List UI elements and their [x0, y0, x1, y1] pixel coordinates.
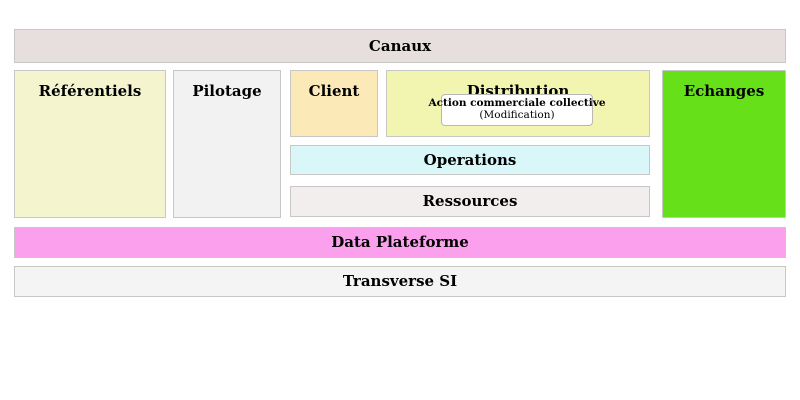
- block-data-plateforme-label: Data Plateforme: [331, 233, 469, 252]
- block-operations-label: Operations: [423, 150, 517, 169]
- block-pilotage[interactable]: Pilotage: [173, 70, 281, 218]
- action-card-title: Action commerciale collective: [428, 97, 606, 110]
- block-ressources[interactable]: Ressources: [290, 186, 650, 217]
- action-commerciale-collective-card[interactable]: Action commerciale collective (Modificat…: [428, 94, 606, 126]
- block-echanges-label: Echanges: [683, 82, 765, 100]
- block-pilotage-label: Pilotage: [192, 82, 262, 100]
- block-referentiels-label: Référentiels: [38, 82, 142, 100]
- block-operations[interactable]: Operations: [290, 145, 650, 175]
- block-ressources-label: Ressources: [422, 192, 518, 211]
- block-transverse-si[interactable]: Transverse SI: [14, 266, 786, 297]
- block-canaux[interactable]: Canaux: [14, 29, 786, 63]
- block-echanges[interactable]: Echanges: [662, 70, 786, 218]
- block-distribution[interactable]: Distribution Action commerciale collecti…: [386, 70, 650, 137]
- block-transverse-si-label: Transverse SI: [342, 272, 458, 291]
- action-card-status: (Modification): [479, 109, 555, 121]
- block-referentiels[interactable]: Référentiels: [14, 70, 166, 218]
- block-client-label: Client: [308, 82, 360, 100]
- block-data-plateforme[interactable]: Data Plateforme: [14, 227, 786, 258]
- block-canaux-label: Canaux: [368, 36, 432, 55]
- block-client[interactable]: Client: [290, 70, 378, 137]
